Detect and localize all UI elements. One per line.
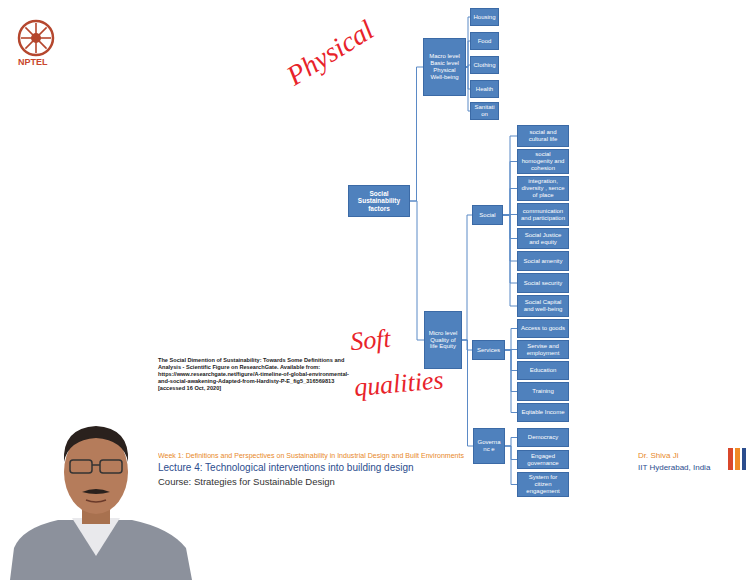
tree-box: Clothing: [470, 56, 499, 74]
tree-box: Micro level Quality of life Equity: [424, 311, 462, 369]
box-text: Access to goods: [521, 325, 565, 332]
tree-connector: [505, 329, 517, 351]
tree-box: Access to goods: [517, 319, 569, 338]
tree-box: Social Capital and well-being: [517, 295, 569, 317]
box-text: Social: [479, 212, 495, 219]
box-text: Services: [477, 347, 500, 354]
institute-name: IIT Hyderabad, India: [638, 463, 710, 473]
tree-box: Engaged governance: [517, 450, 569, 469]
tree-connector: [505, 350, 517, 413]
logo-text: NPTEL: [18, 57, 48, 68]
tree-connector: [503, 162, 517, 216]
tree-box: Housing: [470, 8, 499, 26]
tree-box: social and cultural life: [517, 125, 569, 147]
tree-box: Social amenity: [517, 251, 569, 271]
tree-connector: [503, 215, 517, 306]
tree-connector: [462, 215, 472, 340]
tree-box: Social: [472, 205, 503, 225]
box-text: Clothing: [473, 62, 495, 69]
box-text: Social security: [524, 280, 563, 287]
tree-box: Social Sustainability factors: [348, 185, 410, 217]
box-text: Training: [532, 388, 553, 395]
footer-course: Course: Strategies for Sustainable Desig…: [158, 476, 335, 487]
tree-box: social homogenity and cohesion: [517, 149, 569, 174]
box-text: Macro level Basic level Physical Well-be…: [426, 53, 463, 81]
tree-connector: [505, 446, 517, 485]
author-name: Dr. Shiva Ji: [638, 451, 678, 461]
tree-box: Education: [517, 361, 569, 380]
box-text: Sanitation: [473, 104, 496, 118]
box-text: Democracy: [528, 434, 558, 441]
tree-box: integration, diversity , sence of place: [517, 176, 569, 201]
box-text: Housing: [473, 14, 495, 21]
footer-lecture: Lecture 4: Technological interventions i…: [158, 462, 414, 474]
box-text: Health: [476, 86, 493, 93]
box-text: Micro level Quality of life Equity: [427, 330, 459, 351]
tree-box: Eqitable Income: [517, 403, 569, 422]
tree-box: Food: [470, 32, 499, 50]
tree-box: Servise and employment: [517, 340, 569, 359]
box-text: Food: [478, 38, 492, 45]
tree-box: Social security: [517, 273, 569, 293]
box-text: Engaged governance: [520, 453, 566, 467]
tree-connector: [503, 189, 517, 216]
tree-box: Sanitation: [470, 102, 499, 120]
tree-box: Macro level Basic level Physical Well-be…: [423, 38, 466, 96]
box-text: social homogenity and cohesion: [520, 151, 566, 172]
handwritten-note: Soft qualities: [348, 309, 473, 410]
tree-connector: [410, 67, 423, 201]
citation-text: The Social Dimention of Sustainability: …: [158, 357, 353, 392]
footer-week: Week 1: Definitions and Perspectives on …: [158, 451, 464, 460]
tree-connector: [505, 438, 517, 447]
box-text: Social amenity: [523, 258, 562, 265]
presenter-photo: [10, 426, 192, 580]
box-text: integration, diversity , sence of place: [520, 178, 566, 199]
box-text: System for citizen engagement: [520, 474, 566, 495]
tree-box: Governanc e: [473, 428, 505, 464]
box-text: Social Capital and well-being: [520, 299, 566, 313]
box-text: Servise and employment: [520, 343, 566, 357]
box-text: Eqitable Income: [521, 409, 564, 416]
box-text: Education: [530, 367, 557, 374]
handwritten-note: Physical: [280, 13, 380, 93]
box-text: Governanc e: [476, 439, 502, 453]
box-text: communication and participation: [520, 208, 566, 222]
tree-connector: [503, 136, 517, 215]
tree-box: System for citizen engagement: [517, 472, 569, 497]
box-text: Social Justice and equity: [520, 232, 566, 246]
tree-box: communication and participation: [517, 203, 569, 226]
tree-box: Democracy: [517, 428, 569, 447]
tree-box: Services: [472, 340, 505, 360]
box-text: Social Sustainability factors: [351, 190, 407, 212]
tree-box: Training: [517, 382, 569, 401]
tree-connector: [410, 201, 424, 340]
nptel-emblem: [19, 21, 53, 55]
box-text: social and cultural life: [520, 129, 566, 143]
tree-box: Health: [470, 80, 499, 98]
iith-logo: [728, 448, 746, 470]
tree-box: Social Justice and equity: [517, 228, 569, 249]
